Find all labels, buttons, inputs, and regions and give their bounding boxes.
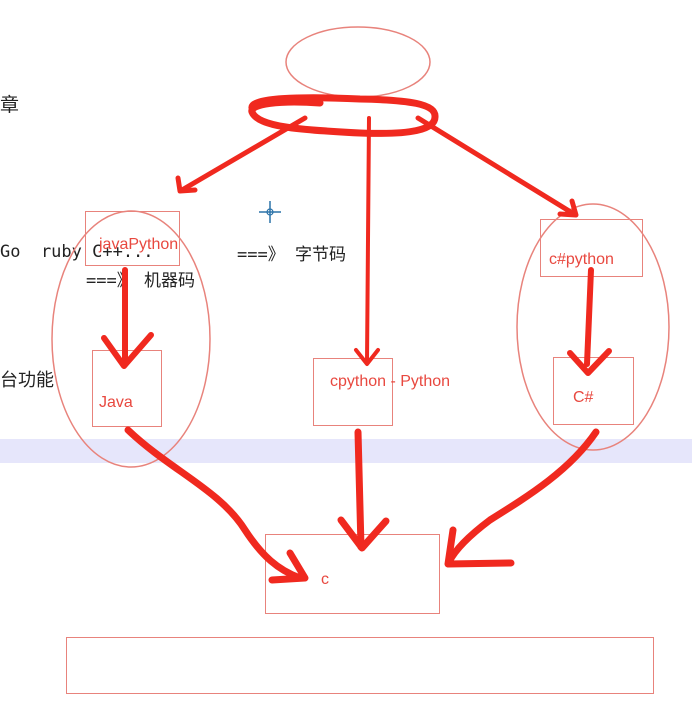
arrowhead-right (557, 198, 579, 218)
left-ellipse (51, 210, 211, 468)
arrowhead-cpython-to-c (337, 516, 390, 552)
arrowhead-csharp-to-c (444, 526, 515, 568)
label-java: Java (99, 394, 133, 411)
label-csharp: C# (573, 389, 594, 406)
arrow-to-left (179, 115, 308, 193)
arrow-to-right (415, 115, 577, 217)
arrow-cpython-to-c (354, 428, 365, 551)
right-ellipse (516, 203, 670, 451)
label-java-python: javaPython (99, 236, 179, 253)
machine-code-text: ===》 机器码 (86, 271, 195, 291)
platform-text: 台功能 (0, 370, 54, 391)
box-csharp (553, 357, 634, 425)
arrow-to-center (365, 116, 371, 364)
box-cpython (313, 358, 393, 426)
label-c: c (321, 571, 329, 588)
arrowhead-center (354, 348, 380, 366)
arrowhead-java-to-c (268, 549, 309, 584)
arrowhead-java-python-down (101, 332, 154, 369)
top-ellipse (285, 26, 431, 98)
chapter-text: 章 (0, 94, 20, 116)
languages-text: Go ruby C++... (0, 242, 154, 262)
label-csharp-python: c#python (549, 251, 614, 268)
box-empty (66, 637, 654, 694)
bytecode-text: ===》 字节码 (237, 245, 346, 265)
arrowhead-left (175, 175, 198, 194)
cursor-crosshair-icon (259, 201, 281, 223)
arrow-csharp-to-c (445, 428, 600, 566)
arrow-java-to-c (124, 426, 304, 582)
source-scribble (248, 94, 439, 137)
arrow-csharp-python-down (584, 267, 594, 367)
label-cpython: cpython - Python (330, 373, 451, 390)
arrowhead-csharp-python-down (567, 348, 612, 376)
